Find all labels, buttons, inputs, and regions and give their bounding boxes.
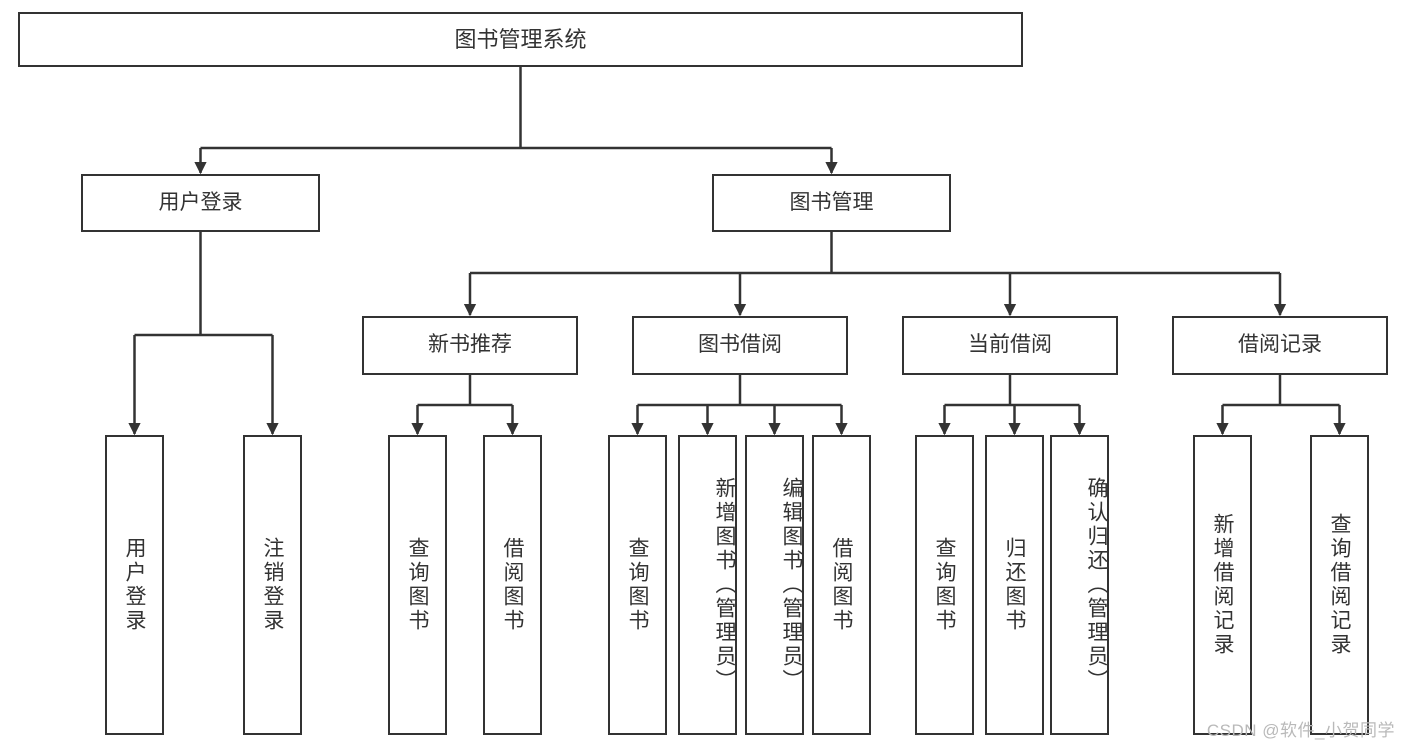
node-book-manage[interactable]: 图书管理 [712,174,951,232]
node-leaf-borrow-book-1[interactable]: 借阅图书 [483,435,542,735]
node-label: 确认归还（管理员） [1085,477,1108,693]
node-leaf-edit-book[interactable]: 编辑图书（管理员） [745,435,804,735]
node-new-book-rec[interactable]: 新书推荐 [362,316,578,375]
node-label: 编辑图书（管理员） [780,477,803,693]
node-root[interactable]: 图书管理系统 [18,12,1023,67]
node-label: 用户登录 [158,190,243,214]
node-label: 借阅图书 [830,537,853,633]
node-leaf-query-book-2[interactable]: 查询图书 [608,435,667,735]
node-label: 图书管理 [789,190,874,214]
node-label: 新增图书（管理员） [713,477,736,693]
node-leaf-add-record[interactable]: 新增借阅记录 [1193,435,1252,735]
node-leaf-user-logout[interactable]: 注销登录 [243,435,302,735]
node-label: 新增借阅记录 [1211,513,1234,657]
node-leaf-borrow-book-2[interactable]: 借阅图书 [812,435,871,735]
node-label: 图书管理系统 [454,26,587,52]
node-leaf-return-book[interactable]: 归还图书 [985,435,1044,735]
node-user-login[interactable]: 用户登录 [81,174,320,232]
node-label: 用户登录 [123,537,146,633]
node-leaf-query-record[interactable]: 查询借阅记录 [1310,435,1369,735]
node-label: 查询借阅记录 [1328,513,1351,657]
node-label: 查询图书 [626,537,649,633]
node-label: 借阅图书 [501,537,524,633]
node-label: 注销登录 [261,537,284,633]
node-borrow-record[interactable]: 借阅记录 [1172,316,1388,375]
node-book-borrow[interactable]: 图书借阅 [632,316,848,375]
node-label: 查询图书 [406,537,429,633]
node-leaf-query-book-3[interactable]: 查询图书 [915,435,974,735]
node-label: 借阅记录 [1238,333,1322,357]
node-label: 查询图书 [933,537,956,633]
node-leaf-query-book-1[interactable]: 查询图书 [388,435,447,735]
node-label: 当前借阅 [968,333,1052,357]
node-leaf-confirm-return[interactable]: 确认归还（管理员） [1050,435,1109,735]
node-current-borrow[interactable]: 当前借阅 [902,316,1118,375]
node-leaf-user-login[interactable]: 用户登录 [105,435,164,735]
node-label: 归还图书 [1003,537,1026,633]
node-label: 新书推荐 [428,333,512,357]
node-leaf-add-book[interactable]: 新增图书（管理员） [678,435,737,735]
node-label: 图书借阅 [698,333,782,357]
